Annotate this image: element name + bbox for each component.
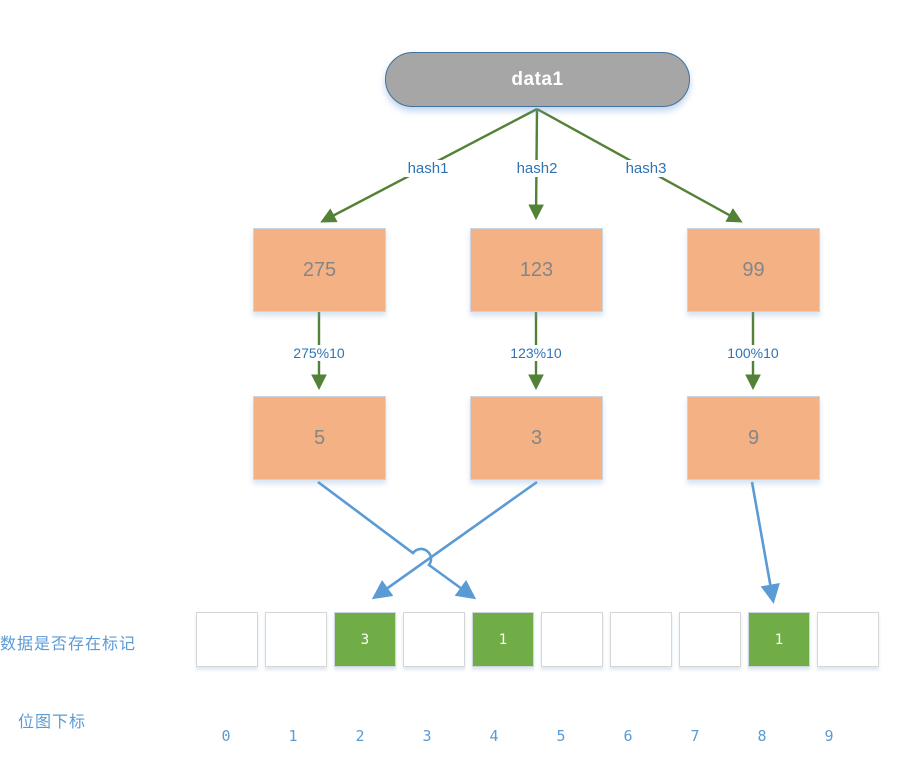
hash-value-box-1: 275 <box>253 228 386 312</box>
cell-value: 1 <box>774 631 784 648</box>
mod-result-box-3: 9 <box>687 396 820 480</box>
arrow-9-to-cell8 <box>750 481 780 604</box>
bitmap-indices-row: 0 1 2 3 4 5 6 7 8 9 <box>196 727 859 745</box>
hash-value-1: 275 <box>302 258 337 281</box>
hash-value-2: 123 <box>519 258 554 281</box>
bitmap-index-2: 2 <box>355 727 365 745</box>
bitmap-index-1: 1 <box>288 727 298 745</box>
bitmap-cells-row: 3 1 1 <box>196 612 879 667</box>
mod-result-box-1: 5 <box>253 396 386 480</box>
hash-value-box-3: 99 <box>687 228 820 312</box>
bitmap-cell-9 <box>817 612 879 667</box>
bitmap-cell-5 <box>541 612 603 667</box>
bitmap-cell-2: 3 <box>334 612 396 667</box>
bitmap-index-7: 7 <box>690 727 700 745</box>
bitmap-index-0: 0 <box>221 727 231 745</box>
arrow-3-to-cell2 <box>371 480 538 600</box>
bitmap-cell-0 <box>196 612 258 667</box>
bitmap-index-9: 9 <box>824 727 834 745</box>
bitmap-index-3: 3 <box>422 727 432 745</box>
bitmap-cell-6 <box>610 612 672 667</box>
mod3-label: 100%10 <box>723 345 783 361</box>
bitmap-cell-8: 1 <box>748 612 810 667</box>
bitmap-index-5: 5 <box>556 727 566 745</box>
cell-value: 3 <box>360 631 370 648</box>
hash-value-box-2: 123 <box>470 228 603 312</box>
bitmap-arrows <box>317 480 780 604</box>
index-row-label: 位图下标 <box>18 714 87 731</box>
bitmap-index-8: 8 <box>757 727 767 745</box>
mod-result-2: 3 <box>530 426 543 449</box>
hash3-label: hash3 <box>621 160 671 177</box>
arrow-5-to-cell4 <box>317 480 477 600</box>
mod2-label: 123%10 <box>506 345 566 361</box>
root-data-node: data1 <box>385 52 690 107</box>
bitmap-cell-4: 1 <box>472 612 534 667</box>
bitmap-cell-1 <box>265 612 327 667</box>
bitmap-cell-7 <box>679 612 741 667</box>
mod1-label: 275%10 <box>289 345 349 361</box>
mod-result-box-2: 3 <box>470 396 603 480</box>
bitmap-index-6: 6 <box>623 727 633 745</box>
mod-result-1: 5 <box>313 426 326 449</box>
hash1-label: hash1 <box>403 160 453 177</box>
bitmap-index-4: 4 <box>489 727 499 745</box>
hash2-label: hash2 <box>512 160 562 177</box>
cell-value: 1 <box>498 631 508 648</box>
bitmap-cell-3 <box>403 612 465 667</box>
presence-row-label: 数据是否存在标记 <box>0 636 137 653</box>
root-data-label: data1 <box>511 68 564 90</box>
hash-value-3: 99 <box>742 258 765 281</box>
mod-result-3: 9 <box>747 426 760 449</box>
